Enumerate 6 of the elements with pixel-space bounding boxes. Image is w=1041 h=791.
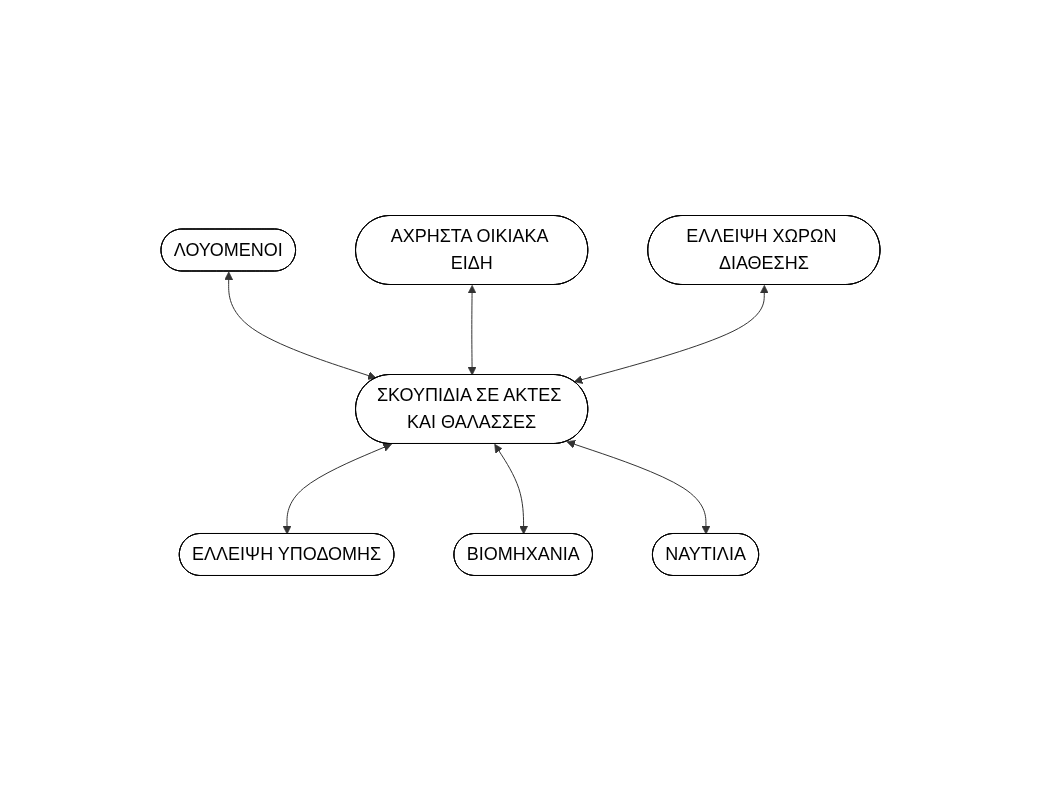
arrow [467, 285, 477, 376]
arrow [494, 443, 528, 535]
arrow [282, 443, 392, 535]
arrow [566, 440, 711, 535]
arrow [573, 285, 769, 384]
arrow [224, 271, 377, 380]
